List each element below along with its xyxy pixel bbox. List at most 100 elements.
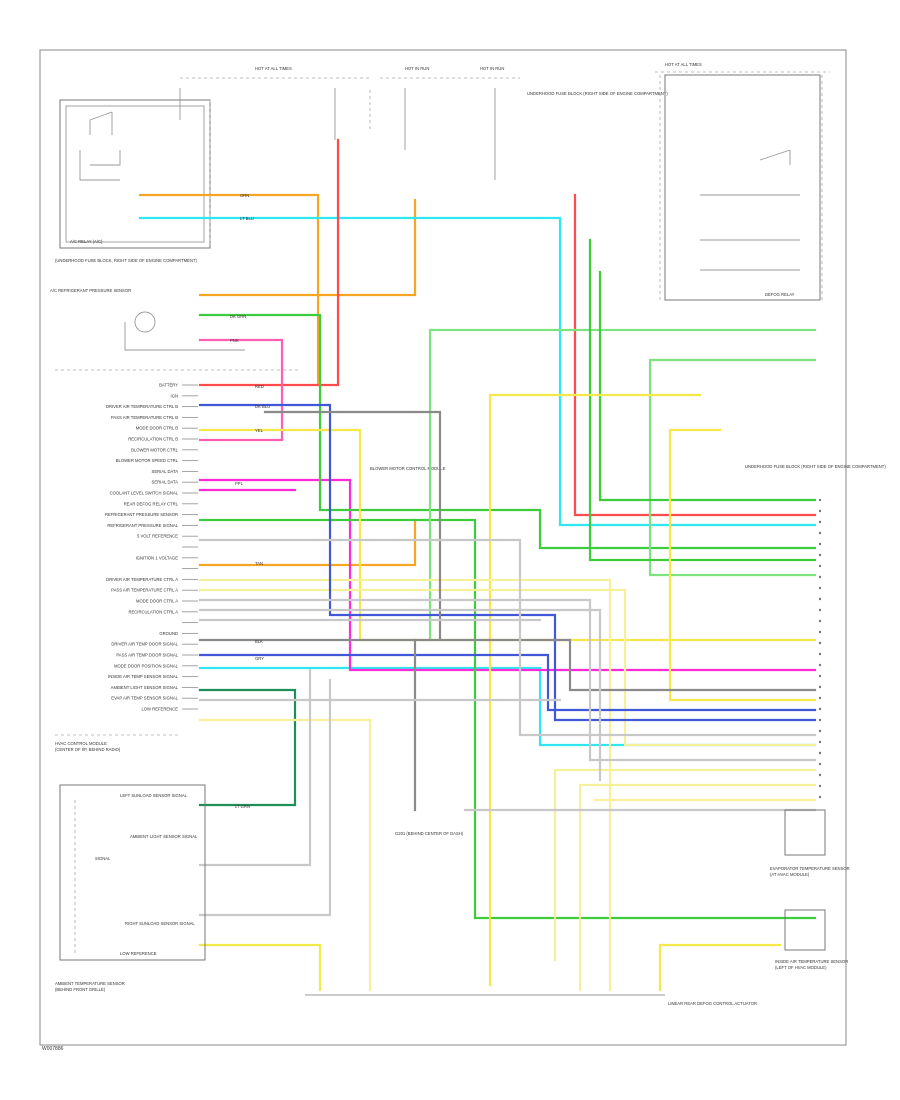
left-sensor-label: AMBIENT TEMPERATURE SENSOR [55,981,125,986]
pin-label: DRIVER AIR TEMPERATURE CTRL B [106,404,178,409]
pin-label: IGNITION 1 VOLTAGE [136,555,179,560]
terminal-pin [818,674,822,678]
terminal-pin [818,751,822,755]
pin-label: COOLANT LEVEL SWITCH SIGNAL [110,491,179,496]
pin-label: MODE DOOR CTRL A [136,599,178,604]
pressure-switch: A/C REFRIGERANT PRESSURE SENSOR [50,288,245,351]
terminal-pin [818,498,822,502]
pin-label: SERIAL DATA [152,480,179,485]
terminal-pin [818,531,822,535]
pin-label: PASS AIR TEMPERATURE CTRL B [111,415,178,420]
wire-color-tags: ORN LT BLU DK GRN PNK RED DK BLU YEL BLK… [230,193,270,809]
pin-label: MODE DOOR CTRL B [136,426,178,431]
right-relay-label: DEFOG RELAY [765,292,795,297]
pin-label: BLOWER MOTOR CTRL [131,447,179,452]
wire-tag-10: TAN [255,561,263,566]
terminal-pin [818,663,822,667]
pin-label: REFRIGERANT PRESSURE SENSOR [105,512,178,517]
terminal-pin [818,553,822,557]
terminal-pin [818,718,822,722]
left-relay-location: (UNDERHOOD FUSE BLOCK, RIGHT SIDE OF ENG… [55,258,198,263]
pin-label: MODE DOOR POSITION SIGNAL [114,663,179,668]
sensor-low-ref-label: LOW REFERENCE [120,951,157,956]
right-sensor-2-label: INSIDE AIR TEMPERATURE SENSOR [775,959,848,964]
hvac-module-location: (CENTER OF I/P, BEHIND RADIO) [55,747,121,752]
pin-label: PASS AIR TEMP DOOR SIGNAL [116,653,178,658]
hvac-module-label: HVAC CONTROL MODULE [55,741,107,746]
left-fuse-block-label: UNDERHOOD FUSE BLOCK (RIGHT SIDE OF ENGI… [527,91,668,96]
wire-tag-4: PNK [230,338,239,343]
pin-label: REAR DEFOG RELAY CTRL [124,501,179,506]
terminal-pin [818,564,822,568]
right-terminals [818,498,822,799]
terminal-pin [818,520,822,524]
left-relay-label: A/C RELAY (A/C) [70,239,103,244]
pin-label: RECIRCULATION CTRL B [128,437,178,442]
sensor-signal-label: SIGNAL [95,856,111,861]
sensor-right-sunload-label: RIGHT SUNLOAD SENSOR SIGNAL [125,921,195,926]
left-relay: A/C RELAY (A/C) (UNDERHOOD FUSE BLOCK, R… [55,99,211,263]
wire-tag-5: RED [255,384,264,389]
right-mid-component-label: UNDERHOOD FUSE BLOCK (RIGHT SIDE OF ENGI… [745,464,886,469]
terminal-pin [818,652,822,656]
hot-in-run-2: HOT IN RUN [480,66,504,71]
hvac-module-lower: HVAC CONTROL MODULE (CENTER OF I/P, BEHI… [55,734,206,992]
pin-label: DRIVER AIR TEMP DOOR SIGNAL [111,642,178,647]
ground-label: G201 (BEHIND CENTER OF DASH) [395,831,464,836]
pin-label: PASS AIR TEMPERATURE CTRL A [111,588,178,593]
terminal-pin [818,630,822,634]
terminal-pin [818,773,822,777]
terminal-pin [818,685,822,689]
wire-tag-3: DK GRN [230,314,246,319]
pin-label: RECIRCULATION CTRL A [128,609,178,614]
terminal-pin [818,784,822,788]
pin-label: EVAP AIR TEMP SENSOR SIGNAL [111,696,178,701]
terminal-pin [818,575,822,579]
terminal-pin [818,597,822,601]
left-sensor-location: (BEHIND FRONT GRILLE) [55,987,106,992]
hot-at-all-times-1: HOT AT ALL TIMES [255,66,292,71]
terminal-pin [818,586,822,590]
right-sensor-1-location: (AT HVAC MODULE) [770,872,810,877]
diagram-frame [39,49,847,1046]
terminal-pin [818,795,822,799]
terminal-pin [818,729,822,733]
terminal-pin [818,542,822,546]
wire-tag-12: PPL [235,481,244,486]
pin-label: LOW REFERENCE [141,707,178,712]
right-relay: DEFOG RELAY UNDERHOOD FUSE BLOCK (RIGHT … [664,74,886,469]
right-sensor-1-label: EVAPORATOR TEMPERATURE SENSOR [770,866,850,871]
hot-at-all-times-2: HOT AT ALL TIMES [665,62,702,67]
wire-tag-6: DK BLU [255,404,270,409]
wire-tag-9: GRY [255,656,264,661]
center-module-label: BLOWER MOTOR CONTROL MODULE [370,466,446,471]
pin-label: DRIVER AIR TEMPERATURE CTRL A [106,577,178,582]
wire-tag-11: LT GRN [235,804,250,809]
hot-in-run-1: HOT IN RUN [405,66,429,71]
footer-code: W007886 [42,1046,64,1052]
terminal-pin [818,608,822,612]
terminal-pin [818,641,822,645]
wire-tag-7: YEL [255,428,264,433]
right-sensor-2-location: (LEFT OF HVAC MODULE) [775,965,827,970]
pin-label: SERIAL DATA [152,469,179,474]
pin-label: 5 VOLT REFERENCE [137,534,178,539]
pressure-switch-label: A/C REFRIGERANT PRESSURE SENSOR [50,288,131,293]
sensor-ambient-label: AMBIENT LIGHT SENSOR SIGNAL [130,834,198,839]
terminal-pin [818,619,822,623]
pin-label: IGN [171,393,178,398]
fuse-block-top-outline [180,71,830,79]
wires [138,138,817,992]
pin-label: BATTERY [159,383,178,388]
terminal-pin [818,762,822,766]
wire-tag-1: ORN [240,193,249,198]
sensor-left-sunload-label: LEFT SUNLOAD SENSOR SIGNAL [120,793,188,798]
bottom-right-component-label: LINEAR REAR DEFOG CONTROL ACTUATOR [668,1001,757,1006]
terminal-pin [818,696,822,700]
terminal-pin [818,707,822,711]
module-pin-labels: BATTERY IGN DRIVER AIR TEMPERATURE CTRL B P… [105,383,198,712]
pin-label: GROUND [159,631,178,636]
pin-label: BLOWER MOTOR SPEED CTRL [116,458,179,463]
pin-label: AMBIENT LIGHT SENSOR SIGNAL [111,685,179,690]
